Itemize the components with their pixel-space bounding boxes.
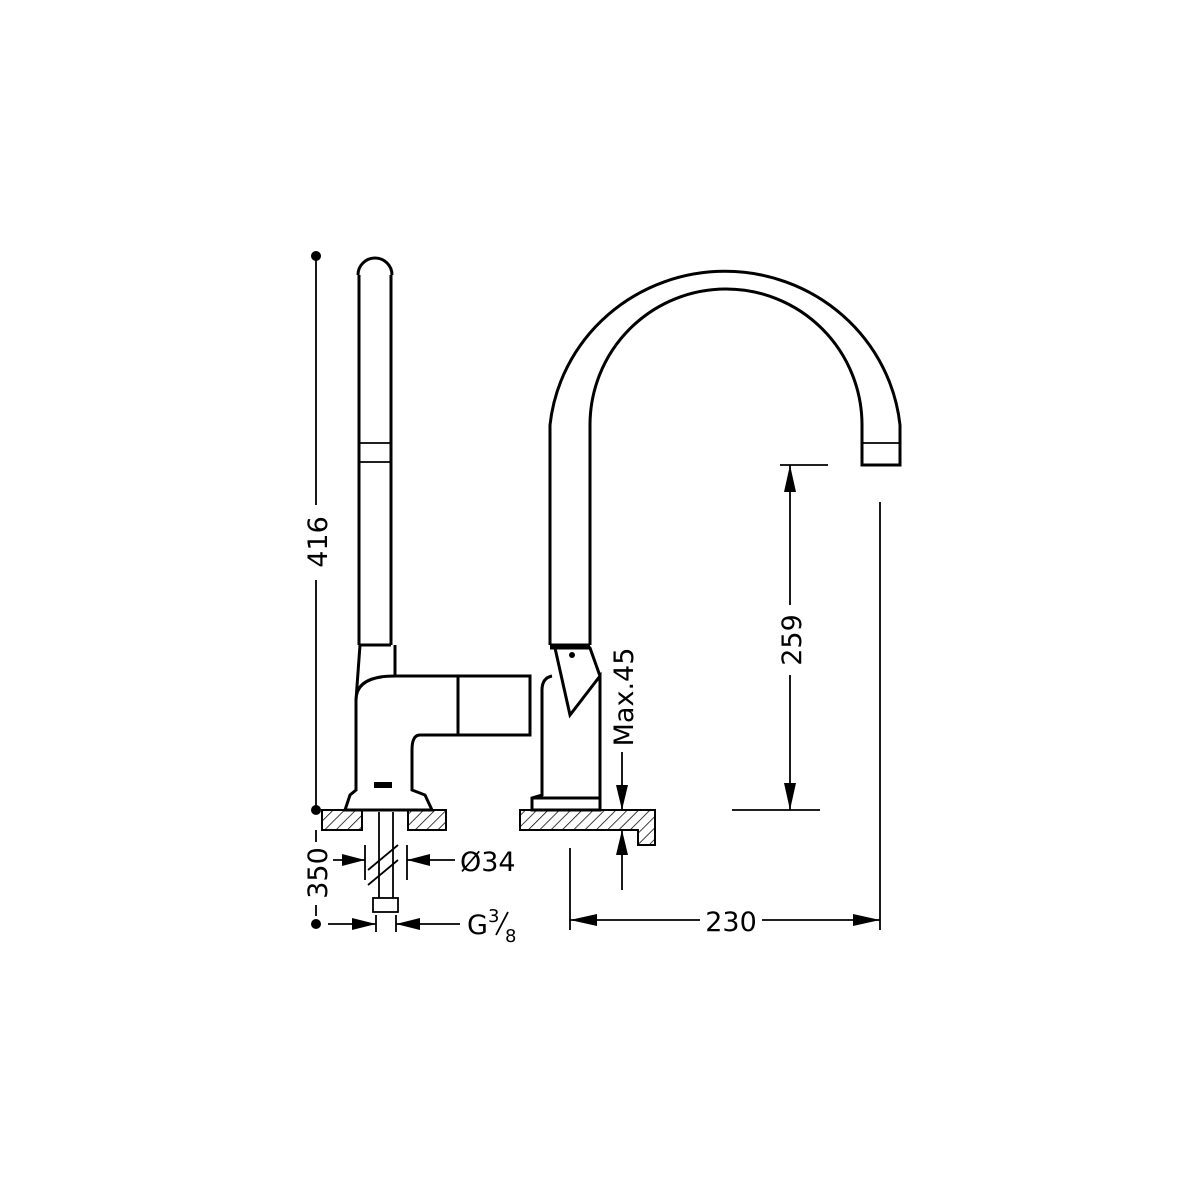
side-spout-tube: [356, 256, 394, 647]
indicator-dot: [569, 652, 575, 658]
countertop-left: [321, 809, 363, 831]
dimension-230-label: 230: [705, 907, 757, 938]
connection-dimension: G 3 8: [328, 906, 516, 947]
max-thickness-dimension: Max.45: [609, 648, 640, 890]
connection-label: G: [467, 910, 488, 941]
side-view: 416 350: [303, 251, 532, 947]
diameter-label: Ø34: [460, 847, 516, 878]
max-thickness-label: Max.45: [609, 648, 640, 747]
height-dimension-416: 416: [303, 251, 334, 815]
countertop-right: [407, 809, 447, 831]
connection-fraction-numerator: 3: [488, 906, 499, 927]
dimension-416-label: 416: [303, 516, 334, 568]
dimension-350-label: 350: [303, 847, 334, 899]
indicator-mark: [374, 782, 392, 788]
spout-height-dimension: 259: [732, 464, 828, 811]
pipe-dimension-350: 350: [303, 830, 334, 929]
spout-reach-dimension: 230: [569, 502, 881, 938]
side-body: [342, 644, 532, 812]
countertop-front: [519, 809, 656, 846]
front-body: [530, 646, 602, 812]
front-view: Max.45 259 230: [519, 269, 902, 938]
connection-fraction-denominator: 8: [505, 926, 516, 947]
diameter-dimension: Ø34: [333, 845, 516, 880]
dimension-259-label: 259: [777, 614, 808, 666]
supply-pipe: [367, 812, 399, 913]
gooseneck-spout: [548, 269, 902, 645]
